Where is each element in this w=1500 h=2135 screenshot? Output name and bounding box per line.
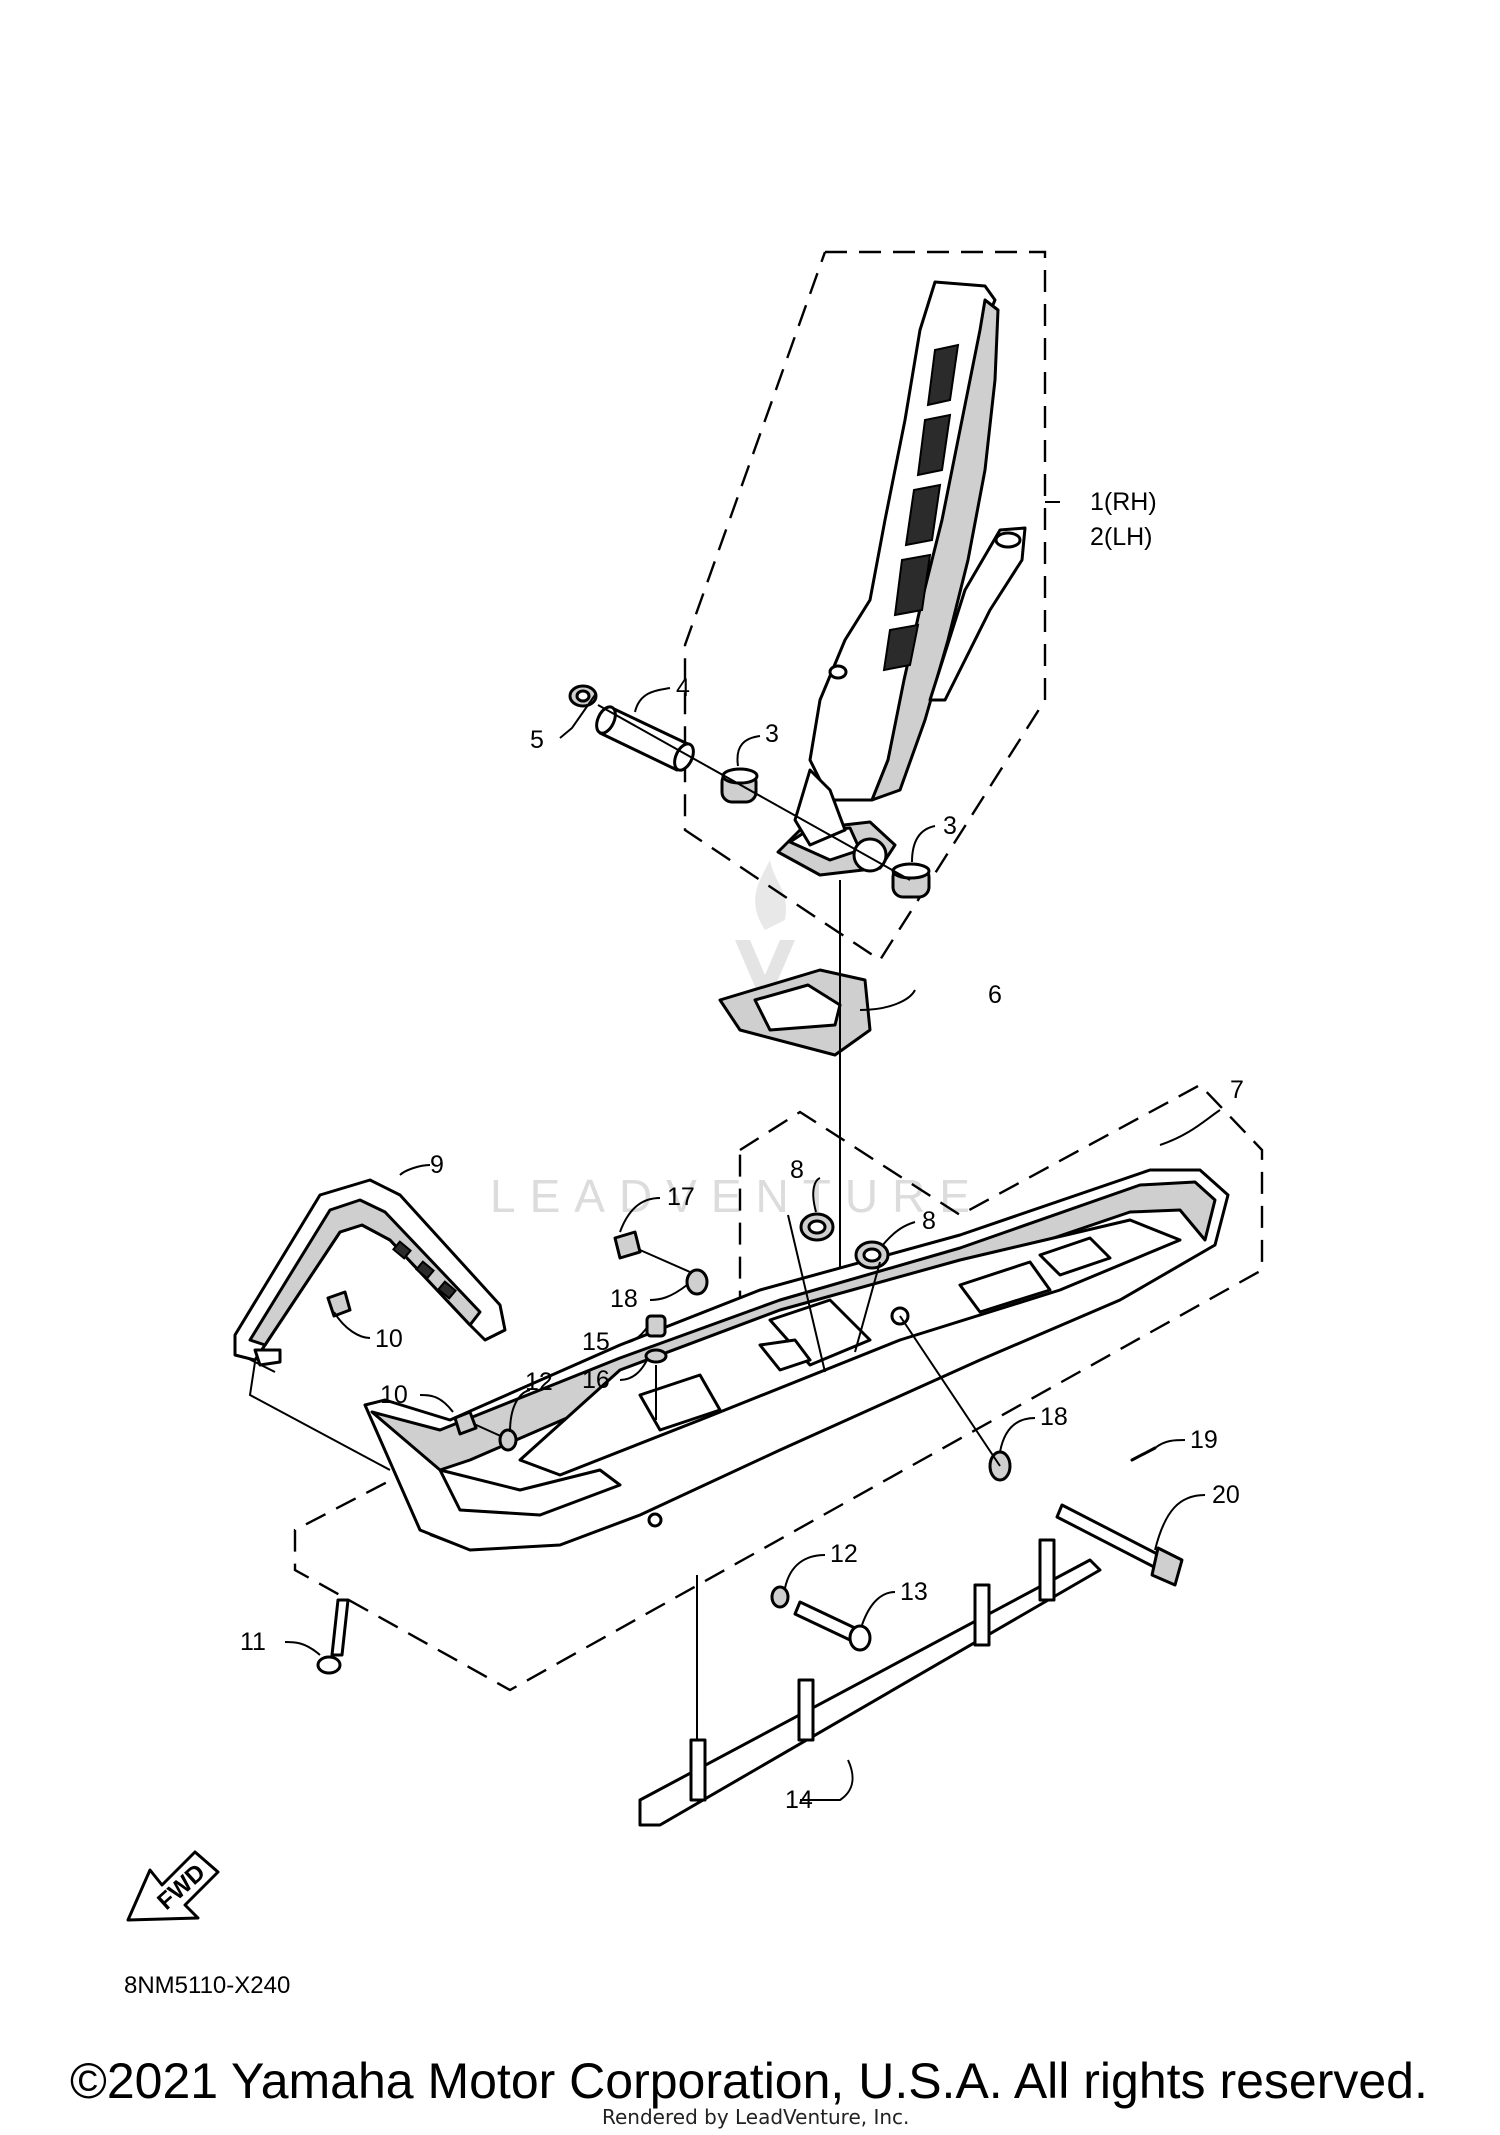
- ski-column-assembly-boundary: [683, 250, 1047, 962]
- callout-13: 13: [900, 1578, 928, 1606]
- callout-17: 17: [667, 1183, 695, 1211]
- leadventure-watermark: LEADVENTURE: [490, 860, 984, 1222]
- callout-leaders: [284, 501, 1221, 1801]
- callout-1-rh: 1(RH): [1090, 488, 1157, 516]
- watermark-text: LEADVENTURE: [490, 1170, 984, 1222]
- washer-12-lower: [770, 1585, 790, 1609]
- callout-18-upper: 18: [610, 1285, 638, 1313]
- callout-20: 20: [1212, 1481, 1240, 1509]
- bolt-11: [316, 1598, 350, 1675]
- copyright-notice: ©2021 Yamaha Motor Corporation, U.S.A. A…: [70, 2053, 1428, 2109]
- ski-handle-9: [233, 1178, 507, 1367]
- callout-12-lower: 12: [830, 1540, 858, 1568]
- nut-17: [613, 1230, 642, 1260]
- grommet-line-a: [787, 1214, 826, 1373]
- washer-18-upper: [685, 1268, 709, 1296]
- callout-12-upper: 12: [525, 1368, 553, 1396]
- collar-4: [595, 705, 695, 772]
- callout-5: 5: [530, 726, 544, 754]
- grommet-8-left: [799, 1212, 835, 1242]
- callout-3-right: 3: [943, 812, 957, 840]
- rendered-by-notice: Rendered by LeadVenture, Inc.: [602, 2105, 909, 2129]
- callout-16: 16: [582, 1366, 610, 1394]
- ski-saddle-6: [718, 968, 872, 1057]
- nut-10-upper: [326, 1290, 352, 1318]
- axle-centerline: [597, 704, 911, 881]
- callout-19: 19: [1190, 1426, 1218, 1454]
- handle-mount-line-a: [244, 1356, 276, 1373]
- callout-3-left: 3: [765, 720, 779, 748]
- cotter-pin-19: [1130, 1446, 1157, 1462]
- washer-5: [568, 684, 598, 708]
- callout-9: 9: [430, 1151, 444, 1179]
- bolt-20-centerline: [899, 1315, 1001, 1467]
- diagram-code: 8NM5110-X240: [124, 1972, 290, 1999]
- nut-17-centerline: [639, 1249, 691, 1273]
- callout-18-lower: 18: [1040, 1403, 1068, 1431]
- grommet-8-right: [854, 1240, 890, 1270]
- callout-4: 4: [676, 674, 690, 702]
- callout-8-right: 8: [922, 1207, 936, 1235]
- washer-16: [644, 1348, 668, 1364]
- handle-mount-line-b: [248, 1361, 391, 1471]
- washer-12-upper: [498, 1428, 518, 1452]
- callout-15: 15: [582, 1328, 610, 1356]
- callout-10-lower: 10: [380, 1381, 408, 1409]
- callout-6: 6: [988, 981, 1002, 1009]
- callout-11: 11: [240, 1628, 266, 1656]
- callout-7: 7: [1230, 1076, 1244, 1104]
- bolt-13: [793, 1600, 872, 1652]
- wear-bar-carbide-14: [638, 1538, 1102, 1827]
- callout-10-upper: 10: [375, 1325, 403, 1353]
- grommet-line-b: [854, 1261, 881, 1353]
- bushing-3-right: [891, 862, 931, 899]
- nut-15: [645, 1314, 667, 1338]
- callout-14: 14: [785, 1786, 813, 1814]
- ski-body-7: [363, 1168, 1230, 1552]
- forward-direction-arrow: FWD: [126, 1850, 220, 1922]
- ski-column-part: [776, 280, 1027, 877]
- callout-2-lh: 2(LH): [1090, 523, 1153, 551]
- callout-labels: 1(RH) 2(LH) 3 3 4 5 6 7 8 8 9 10 10 11 1…: [240, 488, 1244, 1814]
- bolt-20: [1055, 1503, 1184, 1587]
- callout-8-left: 8: [790, 1156, 804, 1184]
